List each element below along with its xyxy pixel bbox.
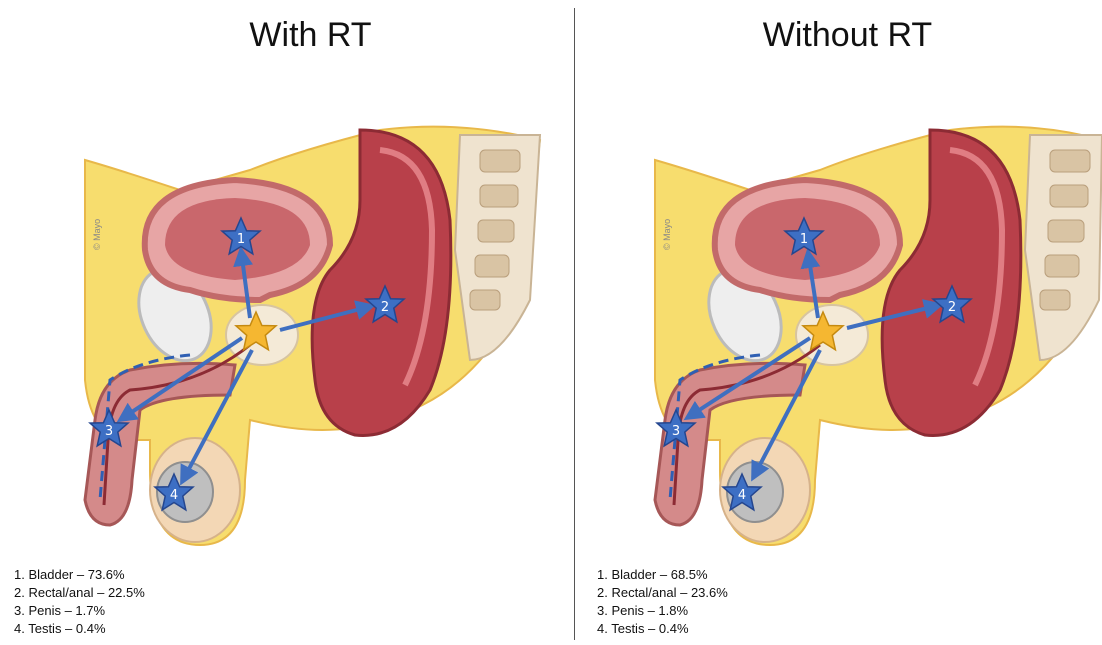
illustration-signature: © Mayo: [662, 219, 672, 250]
legend-item-rectal-anal: 2. Rectal/anal – 22.5%: [14, 584, 145, 602]
site-legend: 1. Bladder – 68.5% 2. Rectal/anal – 23.6…: [597, 566, 728, 638]
svg-text:3: 3: [105, 424, 113, 439]
legend-item-rectal-anal: 2. Rectal/anal – 23.6%: [597, 584, 728, 602]
pelvic-anatomy-illustration: © Mayo 1 2 3 4: [0, 0, 551, 645]
svg-text:1: 1: [237, 232, 245, 247]
panel-without-rt: Without RT © Mayo: [575, 0, 1102, 645]
legend-item-bladder: 1. Bladder – 68.5%: [597, 566, 728, 584]
panel-with-rt: With RT: [0, 0, 551, 645]
legend-item-testis: 4. Testis – 0.4%: [597, 620, 728, 638]
legend-item-bladder: 1. Bladder – 73.6%: [14, 566, 145, 584]
svg-text:3: 3: [672, 424, 680, 439]
svg-text:2: 2: [381, 300, 389, 315]
legend-item-testis: 4. Testis – 0.4%: [14, 620, 145, 638]
svg-text:4: 4: [738, 488, 746, 503]
svg-text:2: 2: [948, 300, 956, 315]
svg-text:1: 1: [800, 232, 808, 247]
svg-text:4: 4: [170, 488, 178, 503]
legend-item-penis: 3. Penis – 1.7%: [14, 602, 145, 620]
illustration-signature: © Mayo: [92, 219, 102, 250]
site-legend: 1. Bladder – 73.6% 2. Rectal/anal – 22.5…: [14, 566, 145, 638]
legend-item-penis: 3. Penis – 1.8%: [597, 602, 728, 620]
pelvic-anatomy-illustration: © Mayo 1 2 3 4: [575, 0, 1102, 645]
